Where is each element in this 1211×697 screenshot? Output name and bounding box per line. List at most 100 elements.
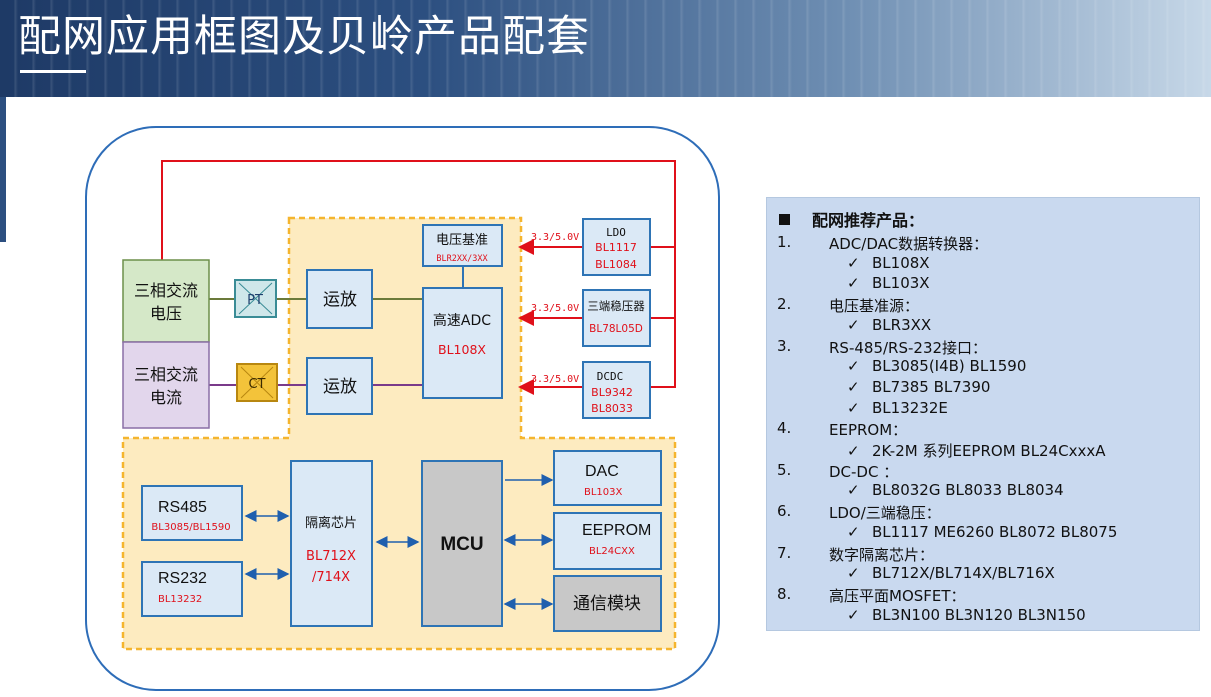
supply-label-2: 3.3/5.0V bbox=[531, 303, 579, 314]
title-underline bbox=[20, 70, 86, 73]
three-phase-voltage-line1: 三相交流 bbox=[134, 281, 198, 300]
list-item-product: ✓ BL7385 BL7390 bbox=[847, 378, 990, 396]
list-item-product: ✓BL108X bbox=[847, 254, 930, 272]
isolator-title: 隔离芯片 bbox=[305, 515, 357, 531]
voltage-reference-title: 电压基准 bbox=[436, 233, 488, 248]
panel-title: 配网推荐产品： bbox=[779, 207, 924, 231]
checkmark-icon: ✓ bbox=[847, 315, 860, 334]
checkmark-icon: ✓ bbox=[847, 357, 860, 376]
eeprom-title: EEPROM bbox=[582, 522, 651, 539]
list-item-number: 5. bbox=[777, 460, 792, 479]
dcdc-part-2: BL8033 bbox=[591, 402, 633, 415]
mcu-label: MCU bbox=[440, 534, 483, 555]
product-name: BL1117 ME6260 BL8072 BL8075 bbox=[872, 522, 1118, 541]
regulator-box bbox=[582, 289, 651, 347]
pt-transformer: PT bbox=[234, 279, 277, 318]
checkmark-icon: ✓ bbox=[847, 564, 860, 583]
list-item-number: 3. bbox=[777, 336, 792, 355]
product-name: BLR3XX bbox=[872, 315, 932, 334]
ldo-part-2: BL1084 bbox=[595, 258, 637, 271]
list-item-product: ✓ BL13232E bbox=[847, 399, 948, 417]
adc-box bbox=[422, 287, 503, 399]
eeprom-part: BL24CXX bbox=[589, 546, 635, 557]
three-phase-voltage-line2: 电压 bbox=[150, 304, 182, 323]
ldo-box bbox=[582, 218, 651, 276]
rs232-part: BL13232 bbox=[158, 594, 202, 605]
list-item-product: ✓BL1117 ME6260 BL8072 BL8075 bbox=[847, 523, 1117, 541]
opamp-bottom-box bbox=[306, 357, 373, 415]
product-name: 2K-2M 系列EEPROM BL24CxxxA bbox=[872, 442, 1106, 460]
opamp-top-label: 运放 bbox=[323, 290, 357, 310]
checkmark-icon: ✓ bbox=[847, 605, 860, 624]
comm-module-label: 通信模块 bbox=[573, 594, 641, 614]
dcdc-title: DCDC bbox=[597, 370, 624, 383]
list-item-heading: 高压平面MOSFET： bbox=[829, 586, 966, 605]
comm-module-box bbox=[553, 575, 662, 632]
checkmark-icon: ✓ bbox=[847, 481, 860, 500]
list-item-product: ✓ 2K-2M 系列EEPROM BL24CxxxA bbox=[847, 440, 1106, 461]
regulator-part: BL78L05D bbox=[589, 323, 643, 335]
mcu-box bbox=[421, 460, 503, 627]
three-phase-current-box bbox=[122, 341, 210, 429]
adc-title: 高速ADC bbox=[433, 312, 491, 329]
product-name: BL13232E bbox=[872, 398, 948, 417]
bullet-square-icon bbox=[779, 214, 790, 225]
list-item-heading: DC-DC ： bbox=[829, 462, 899, 481]
checkmark-icon: ✓ bbox=[847, 398, 860, 417]
list-item-product: ✓ BL3N100 BL3N120 BL3N150 bbox=[847, 606, 1086, 624]
three-phase-current-line2: 电流 bbox=[150, 388, 182, 407]
rs485-part: BL3085/BL1590 bbox=[151, 522, 230, 533]
list-item-heading: LDO/三端稳压： bbox=[829, 504, 941, 523]
checkmark-icon: ✓ bbox=[847, 442, 860, 460]
panel-title-text: 配网推荐产品： bbox=[812, 211, 925, 230]
list-item-number: 4. bbox=[777, 419, 792, 438]
adc-part: BL108X bbox=[438, 342, 486, 357]
product-name: BL8032G BL8033 BL8034 bbox=[872, 481, 1064, 500]
isolator-part-1: BL712X bbox=[306, 549, 356, 564]
dac-title: DAC bbox=[585, 463, 619, 480]
dcdc-box bbox=[582, 361, 651, 419]
ct-label: CT bbox=[248, 377, 265, 392]
ct-transformer: CT bbox=[236, 363, 278, 402]
dac-box bbox=[553, 450, 662, 506]
list-item-product: ✓ BLR3XX bbox=[847, 316, 931, 334]
list-item-heading: ADC/DAC数据转换器： bbox=[829, 235, 989, 253]
product-name: BL3N100 BL3N120 BL3N150 bbox=[872, 605, 1086, 624]
power-lines bbox=[161, 160, 676, 395]
ldo-title: LDO bbox=[606, 226, 626, 239]
left-accent-strip bbox=[0, 97, 6, 242]
rs232-box bbox=[141, 561, 243, 617]
list-item-number: 2. bbox=[777, 295, 792, 314]
list-item-heading: 数字隔离芯片： bbox=[829, 545, 935, 564]
regulator-title: 三端稳压器 bbox=[587, 299, 645, 313]
list-item-number: 1. bbox=[777, 233, 792, 251]
product-name: BL3085(I4B) BL1590 bbox=[872, 357, 1027, 376]
list-item-heading: RS-485/RS-232接口： bbox=[829, 338, 988, 357]
product-name: BL712X/BL714X/BL716X bbox=[872, 564, 1055, 583]
dcdc-part-1: BL9342 bbox=[591, 386, 633, 399]
opamp-top-box bbox=[306, 269, 373, 329]
header-banner bbox=[0, 0, 1211, 97]
pt-label: PT bbox=[247, 293, 263, 308]
list-item-number: 6. bbox=[777, 502, 792, 521]
ldo-part-1: BL1117 bbox=[595, 241, 637, 254]
voltage-reference-box bbox=[422, 224, 503, 267]
checkmark-icon: ✓ bbox=[847, 377, 860, 396]
supply-label-3: 3.3/5.0V bbox=[531, 374, 579, 385]
rs232-title: RS232 bbox=[158, 570, 207, 587]
list-item-number: 8. bbox=[777, 584, 792, 603]
list-item-product: ✓ BL3085(I4B) BL1590 bbox=[847, 357, 1026, 375]
product-name: BL7385 BL7390 bbox=[872, 377, 991, 396]
product-name: BL103X bbox=[872, 274, 930, 293]
three-phase-voltage-box bbox=[122, 259, 210, 343]
rs485-title: RS485 bbox=[158, 499, 207, 516]
list-item-number: 7. bbox=[777, 543, 792, 562]
dac-part: BL103X bbox=[584, 487, 623, 498]
list-item-product: ✓ BL8032G BL8033 BL8034 bbox=[847, 481, 1064, 499]
rs485-box bbox=[141, 485, 243, 541]
eeprom-box bbox=[553, 512, 662, 570]
opamp-bottom-label: 运放 bbox=[323, 377, 357, 397]
isolator-part-2: /714X bbox=[312, 570, 350, 585]
